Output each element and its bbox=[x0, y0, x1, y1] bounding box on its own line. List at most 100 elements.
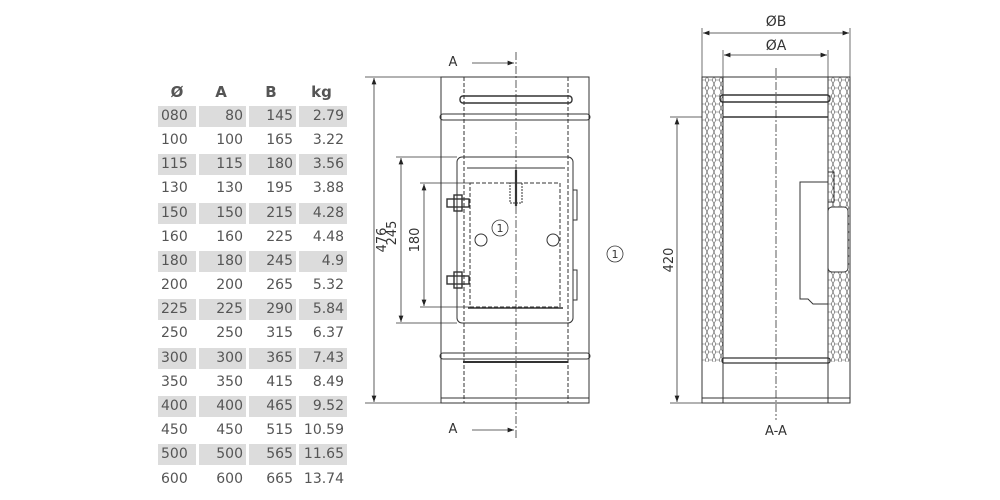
cell-diameter: 225 bbox=[158, 299, 196, 321]
callout-circle bbox=[606, 245, 624, 263]
dim-door-outer-label: 245 bbox=[385, 221, 400, 246]
cell-diameter: 130 bbox=[161, 180, 188, 197]
table-header: Ø A B kg bbox=[158, 80, 350, 104]
cell-kg: 5.32 bbox=[312, 277, 344, 294]
knob-icon bbox=[546, 233, 560, 247]
cell-b: 565 bbox=[249, 444, 296, 466]
section-view bbox=[670, 28, 851, 420]
pipe-outline bbox=[440, 76, 590, 404]
hinge-icon bbox=[446, 271, 470, 289]
door-profile bbox=[799, 181, 828, 305]
cell-b: 290 bbox=[249, 299, 296, 321]
cell-kg: 11.65 bbox=[299, 444, 347, 466]
table-row: 250 250 315 6.37 bbox=[158, 322, 350, 346]
cell-diameter: 500 bbox=[158, 444, 196, 466]
cell-kg: 7.43 bbox=[299, 347, 347, 369]
section-mark-top: A bbox=[449, 55, 458, 70]
cell-a: 160 bbox=[216, 228, 243, 245]
callout-circle bbox=[491, 219, 509, 237]
cell-diameter: 600 bbox=[161, 470, 188, 487]
cell-b: 515 bbox=[266, 422, 293, 439]
table-row: 600 600 665 13.74 bbox=[158, 467, 350, 491]
knob-icon bbox=[474, 233, 488, 247]
cell-a: 300 bbox=[199, 347, 246, 369]
cell-a: 200 bbox=[216, 277, 243, 294]
front-view bbox=[365, 52, 624, 440]
cell-diameter: 100 bbox=[161, 131, 188, 148]
cell-a: 350 bbox=[216, 373, 243, 390]
cell-b: 245 bbox=[249, 250, 296, 272]
cell-diameter: 200 bbox=[161, 277, 188, 294]
cell-a: 180 bbox=[199, 250, 246, 272]
cell-kg: 3.88 bbox=[312, 180, 344, 197]
table-row: 200 200 265 5.32 bbox=[158, 274, 350, 298]
cell-diameter: 115 bbox=[158, 154, 196, 176]
dim-door-inner-label: 180 bbox=[408, 228, 423, 253]
cell-kg: 3.56 bbox=[299, 154, 347, 176]
cell-a: 115 bbox=[199, 154, 246, 176]
cell-b: 665 bbox=[266, 470, 293, 487]
header-diameter: Ø bbox=[170, 82, 184, 101]
cell-kg: 4.28 bbox=[299, 202, 347, 224]
door-outline bbox=[456, 156, 574, 324]
cell-a: 250 bbox=[216, 325, 243, 342]
cell-diameter: 080 bbox=[158, 105, 196, 127]
insulation-left bbox=[702, 77, 723, 362]
cell-diameter: 450 bbox=[161, 422, 188, 439]
cell-kg: 3.22 bbox=[312, 131, 344, 148]
callout-outer-label: 1 bbox=[612, 248, 619, 261]
hinge-icon bbox=[446, 194, 470, 212]
cell-diameter: 400 bbox=[158, 396, 196, 418]
dim-inner-diameter-label: ØA bbox=[766, 38, 787, 54]
cell-kg: 10.59 bbox=[303, 422, 344, 439]
cell-kg: 2.79 bbox=[299, 105, 347, 127]
table-row: 130 130 195 3.88 bbox=[158, 177, 350, 201]
cell-b: 195 bbox=[266, 180, 293, 197]
cell-diameter: 180 bbox=[158, 250, 196, 272]
header-b: B bbox=[265, 82, 277, 101]
cell-kg: 5.84 bbox=[299, 299, 347, 321]
cell-diameter: 150 bbox=[158, 202, 196, 224]
header-kg: kg bbox=[311, 82, 332, 101]
cell-a: 500 bbox=[199, 444, 246, 466]
cell-a: 130 bbox=[216, 180, 243, 197]
cell-b: 265 bbox=[266, 277, 293, 294]
cell-kg: 6.37 bbox=[312, 325, 344, 342]
section-mark-bottom: A bbox=[449, 422, 458, 437]
cell-b: 180 bbox=[249, 154, 296, 176]
cell-b: 365 bbox=[249, 347, 296, 369]
cell-b: 415 bbox=[266, 373, 293, 390]
cell-diameter: 300 bbox=[158, 347, 196, 369]
cell-a: 150 bbox=[199, 202, 246, 224]
cell-b: 215 bbox=[249, 202, 296, 224]
dim-height-label: 420 bbox=[662, 248, 677, 273]
cell-kg: 13.74 bbox=[303, 470, 344, 487]
cell-kg: 8.49 bbox=[312, 373, 344, 390]
cell-a: 100 bbox=[216, 131, 243, 148]
cell-a: 400 bbox=[199, 396, 246, 418]
dim-total-label: 476 bbox=[375, 228, 390, 253]
cell-b: 315 bbox=[266, 325, 293, 342]
cell-a: 600 bbox=[216, 470, 243, 487]
cell-b: 145 bbox=[249, 105, 296, 127]
cell-diameter: 250 bbox=[161, 325, 188, 342]
cell-kg: 4.9 bbox=[299, 250, 347, 272]
cell-kg: 9.52 bbox=[299, 396, 347, 418]
cell-diameter: 350 bbox=[161, 373, 188, 390]
table-row: 350 350 415 8.49 bbox=[158, 370, 350, 394]
cell-b: 225 bbox=[266, 228, 293, 245]
dim-outer-diameter-label: ØB bbox=[766, 14, 787, 30]
cell-b: 165 bbox=[266, 131, 293, 148]
cell-a: 225 bbox=[199, 299, 246, 321]
header-a: A bbox=[215, 82, 227, 101]
callout-inner-label: 1 bbox=[497, 222, 504, 235]
